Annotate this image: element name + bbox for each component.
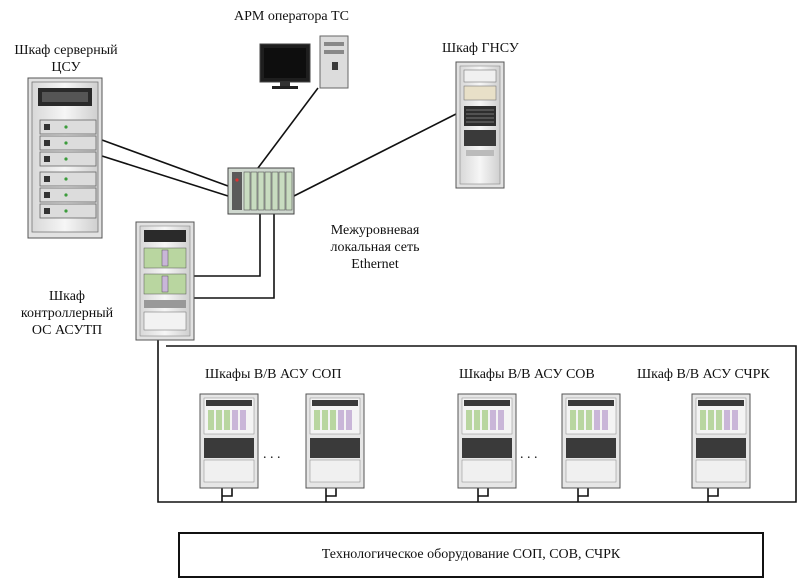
ethernet-switch [227, 167, 295, 215]
link-controller-switch-2 [194, 214, 275, 299]
operator-pc [259, 35, 349, 89]
equipment-label: Технологическое оборудование СОП, СОВ, С… [321, 547, 621, 562]
dots-sop: . . . [263, 447, 281, 462]
controller-cabinet [135, 221, 195, 341]
io-cabinets [199, 393, 751, 489]
controller-cabinet-label: Шкаф контроллерный ОС АСУТП [2, 288, 132, 339]
link-controller-switch-1 [194, 214, 261, 277]
controller-cabinet-label-line1: Шкаф [49, 289, 85, 304]
controller-cabinet-label-line2: контроллерный [20, 306, 114, 321]
operator-ws-label: АРМ оператора ТС [234, 9, 349, 24]
gnsu-cabinet-label: Шкаф ГНСУ [442, 41, 519, 56]
network-label-line1: Межуровневая [330, 223, 420, 238]
network-label: Межуровневая локальная сеть Ethernet [300, 222, 450, 273]
link-pc-switch [257, 87, 319, 169]
server-cabinet-label-line1: Шкаф серверный [14, 43, 118, 58]
io-cabinet-schrk [691, 393, 751, 489]
network-label-line2: локальная сеть [330, 240, 420, 255]
dots-sov: . . . [520, 447, 538, 462]
io-cabinet-sop-1 [199, 393, 259, 489]
server-cabinet-label-line2: ЦСУ [51, 60, 81, 75]
gnsu-cabinet [455, 61, 505, 189]
link-server-switch-1 [101, 139, 229, 187]
io-cabinet-sov-1 [457, 393, 517, 489]
server-cabinet-label: Шкаф серверный ЦСУ [4, 42, 128, 76]
io-cabinet-sov-2 [561, 393, 621, 489]
link-server-switch-2 [101, 155, 229, 197]
io-sop-label: Шкафы В/В АСУ СОП [205, 367, 342, 382]
server-cabinet [27, 77, 103, 239]
io-schrk-label: Шкаф В/В АСУ СЧРК [637, 367, 770, 382]
io-sov-label: Шкафы В/В АСУ СОВ [459, 367, 595, 382]
link-gnsu-switch [289, 113, 457, 199]
io-cabinet-sop-2 [305, 393, 365, 489]
controller-cabinet-label-line3: ОС АСУТП [31, 323, 103, 338]
fieldbus-loop [157, 340, 797, 503]
equipment-box: Технологическое оборудование СОП, СОВ, С… [178, 532, 764, 578]
network-label-line3: Ethernet [351, 257, 399, 272]
